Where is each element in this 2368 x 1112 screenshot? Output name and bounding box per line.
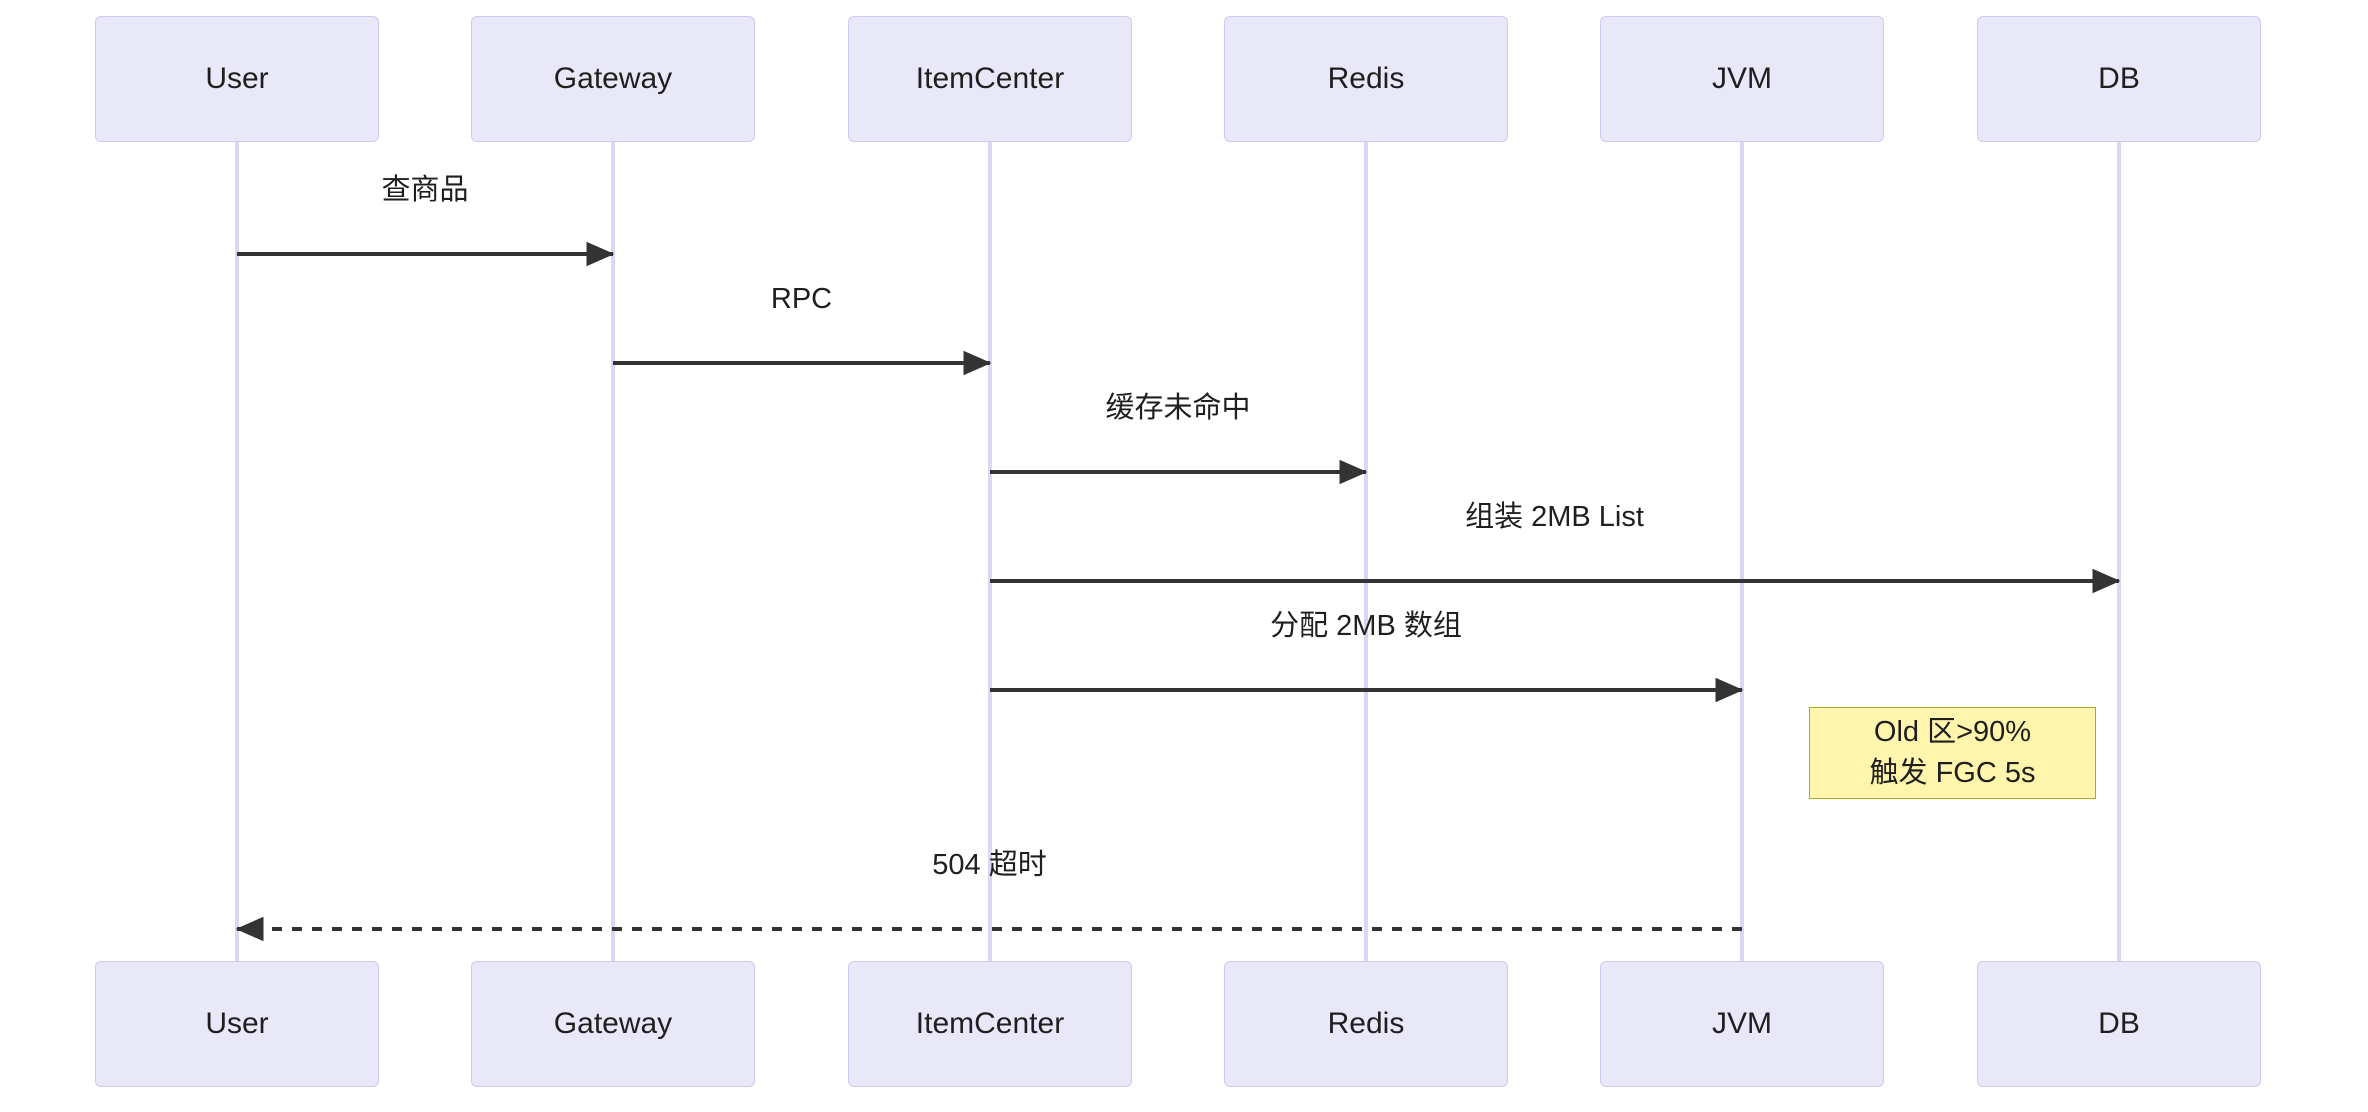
note-line: 触发 FGC 5s — [1869, 757, 2036, 789]
participant-gateway-bottom[interactable]: Gateway — [471, 961, 755, 1087]
participant-label: ItemCenter — [915, 1007, 1065, 1040]
participant-label: DB — [2098, 1007, 2140, 1040]
participant-label: Gateway — [553, 62, 673, 95]
participant-itemcenter-bottom[interactable]: ItemCenter — [848, 961, 1132, 1087]
participant-redis-top[interactable]: Redis — [1224, 16, 1508, 142]
message-label-m3: 缓存未命中 — [1105, 392, 1251, 424]
participant-label: Gateway — [553, 1007, 673, 1040]
participant-label: User — [205, 62, 269, 95]
participant-jvm-top[interactable]: JVM — [1600, 16, 1884, 142]
participant-label: Redis — [1327, 1007, 1405, 1040]
participant-itemcenter-top[interactable]: ItemCenter — [848, 16, 1132, 142]
message-label-m1: 查商品 — [381, 174, 469, 206]
participant-label: JVM — [1712, 62, 1772, 95]
participant-db-bottom[interactable]: DB — [1977, 961, 2261, 1087]
message-label-m4: 组装 2MB List — [1465, 501, 1644, 533]
participant-label: JVM — [1712, 1007, 1772, 1040]
note-line: Old 区>90% — [1873, 715, 2032, 748]
participant-label: User — [205, 1007, 269, 1040]
participant-label: DB — [2098, 62, 2140, 95]
participant-jvm-bottom[interactable]: JVM — [1600, 961, 1884, 1087]
participant-user-bottom[interactable]: User — [95, 961, 379, 1087]
message-label-m6: 504 超时 — [932, 849, 1047, 881]
participant-label: ItemCenter — [915, 62, 1065, 95]
participant-label: Redis — [1327, 62, 1405, 95]
message-arrows-group — [235, 241, 2121, 942]
participant-user-top[interactable]: User — [95, 16, 379, 142]
participant-gateway-top[interactable]: Gateway — [471, 16, 755, 142]
participant-redis-bottom[interactable]: Redis — [1224, 961, 1508, 1087]
lifelines-group — [235, 142, 2121, 961]
participant-db-top[interactable]: DB — [1977, 16, 2261, 142]
message-label-m5: 分配 2MB 数组 — [1270, 610, 1462, 642]
note-note-fgc: Old 区>90% 触发 FGC 5s — [1809, 707, 2096, 799]
message-label-m2: RPC — [770, 283, 833, 315]
